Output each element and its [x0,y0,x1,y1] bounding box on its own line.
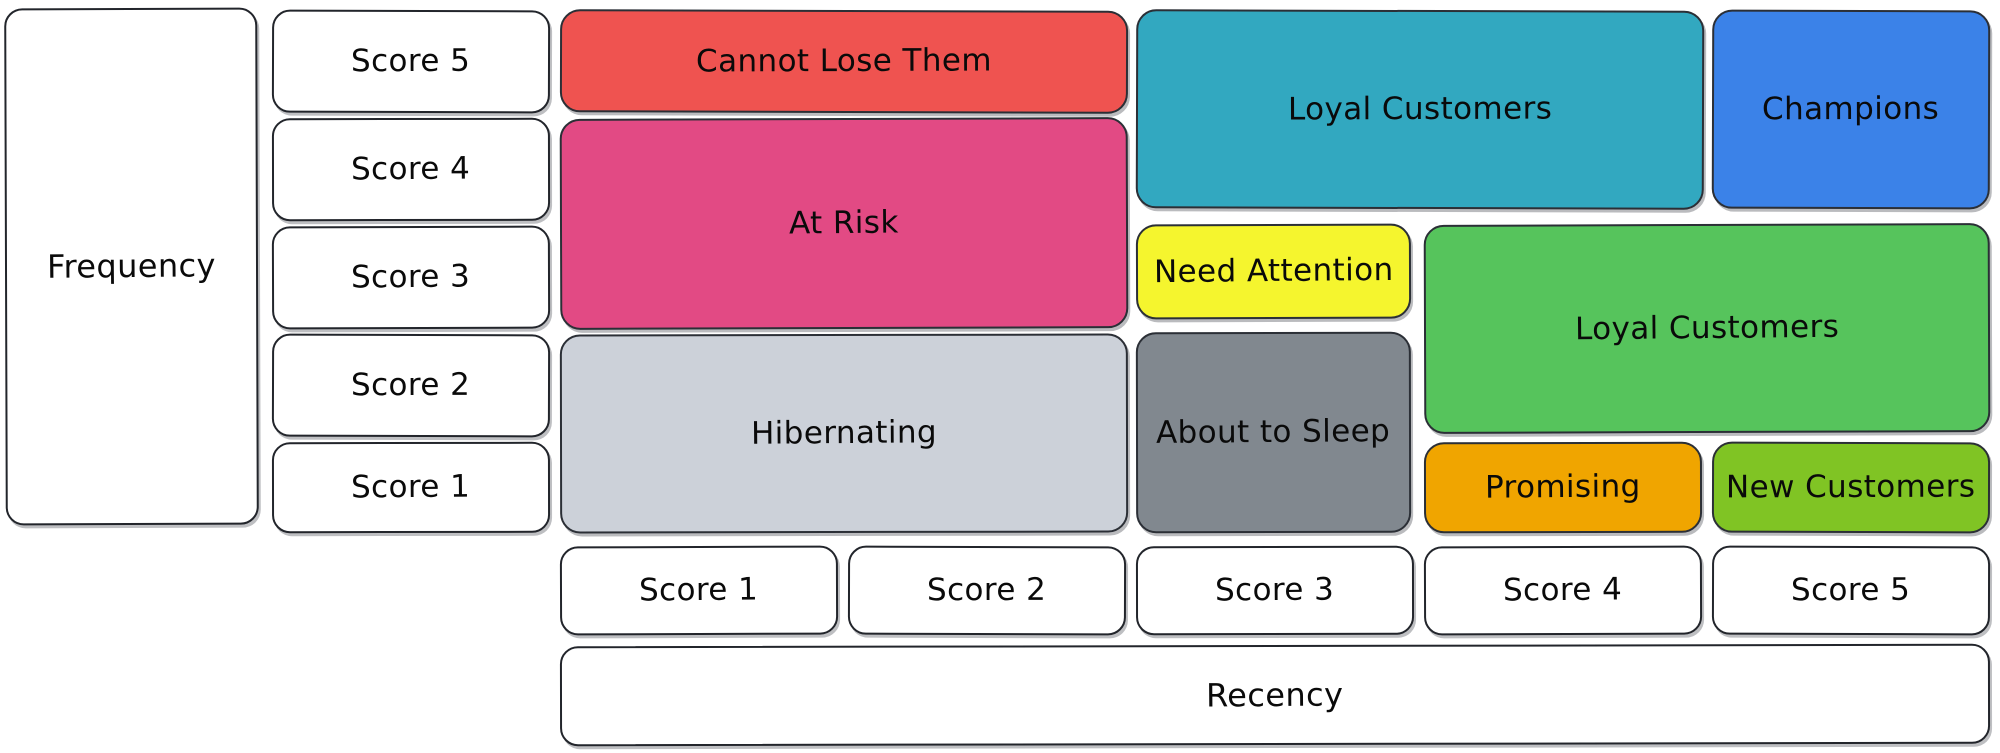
segment-need-attention-label: Need Attention [1153,251,1394,290]
segment-cannot-lose-them-label: Cannot Lose Them [695,42,993,80]
frequency-score-5[interactable]: Score 5 [271,9,551,114]
segment-about-to-sleep[interactable]: About to Sleep [1135,331,1412,534]
segment-loyal-customers-green-label: Loyal Customers [1574,308,1840,347]
recency-score-5[interactable]: Score 5 [1711,545,1991,636]
recency-score-4-label: Score 4 [1503,571,1623,609]
recency-score-4[interactable]: Score 4 [1423,545,1703,636]
segment-loyal-customers-teal[interactable]: Loyal Customers [1135,9,1705,210]
segment-hibernating[interactable]: Hibernating [559,333,1129,534]
recency-score-5-label: Score 5 [1791,571,1911,608]
frequency-score-4[interactable]: Score 4 [271,117,551,222]
segment-at-risk-label: At Risk [788,204,900,242]
segment-at-risk[interactable]: At Risk [559,117,1129,330]
segment-loyal-customers-teal-label: Loyal Customers [1287,90,1553,128]
segment-cannot-lose-them[interactable]: Cannot Lose Them [559,9,1129,114]
frequency-axis-title: Frequency [46,246,217,286]
segment-champions-label: Champions [1762,90,1940,127]
frequency-score-3-label: Score 3 [351,258,471,296]
recency-score-3-label: Score 3 [1215,571,1335,609]
segment-about-to-sleep-label: About to Sleep [1156,412,1391,451]
recency-score-1[interactable]: Score 1 [559,545,839,636]
frequency-score-2[interactable]: Score 2 [271,333,551,438]
segment-new-customers-label: New Customers [1726,468,1976,506]
recency-score-1-label: Score 1 [639,571,759,609]
frequency-score-3[interactable]: Score 3 [271,225,551,330]
segment-promising-label: Promising [1485,468,1641,506]
frequency-score-1-label: Score 1 [351,468,471,506]
segment-need-attention[interactable]: Need Attention [1135,223,1412,320]
frequency-axis-title-box: Frequency [4,7,259,526]
recency-axis-title-box: Recency [559,643,1991,747]
segment-champions[interactable]: Champions [1711,9,1991,210]
frequency-score-5-label: Score 5 [351,42,471,79]
recency-score-2[interactable]: Score 2 [847,545,1127,636]
recency-score-3[interactable]: Score 3 [1135,545,1415,636]
frequency-score-1[interactable]: Score 1 [271,441,551,534]
segment-new-customers[interactable]: New Customers [1711,441,1991,534]
segment-promising[interactable]: Promising [1423,441,1703,534]
recency-axis-title: Recency [1206,675,1344,715]
frequency-score-4-label: Score 4 [351,150,471,188]
segment-hibernating-label: Hibernating [750,413,938,452]
frequency-score-2-label: Score 2 [351,366,471,403]
segment-loyal-customers-green[interactable]: Loyal Customers [1423,223,1991,434]
recency-score-2-label: Score 2 [927,571,1047,608]
